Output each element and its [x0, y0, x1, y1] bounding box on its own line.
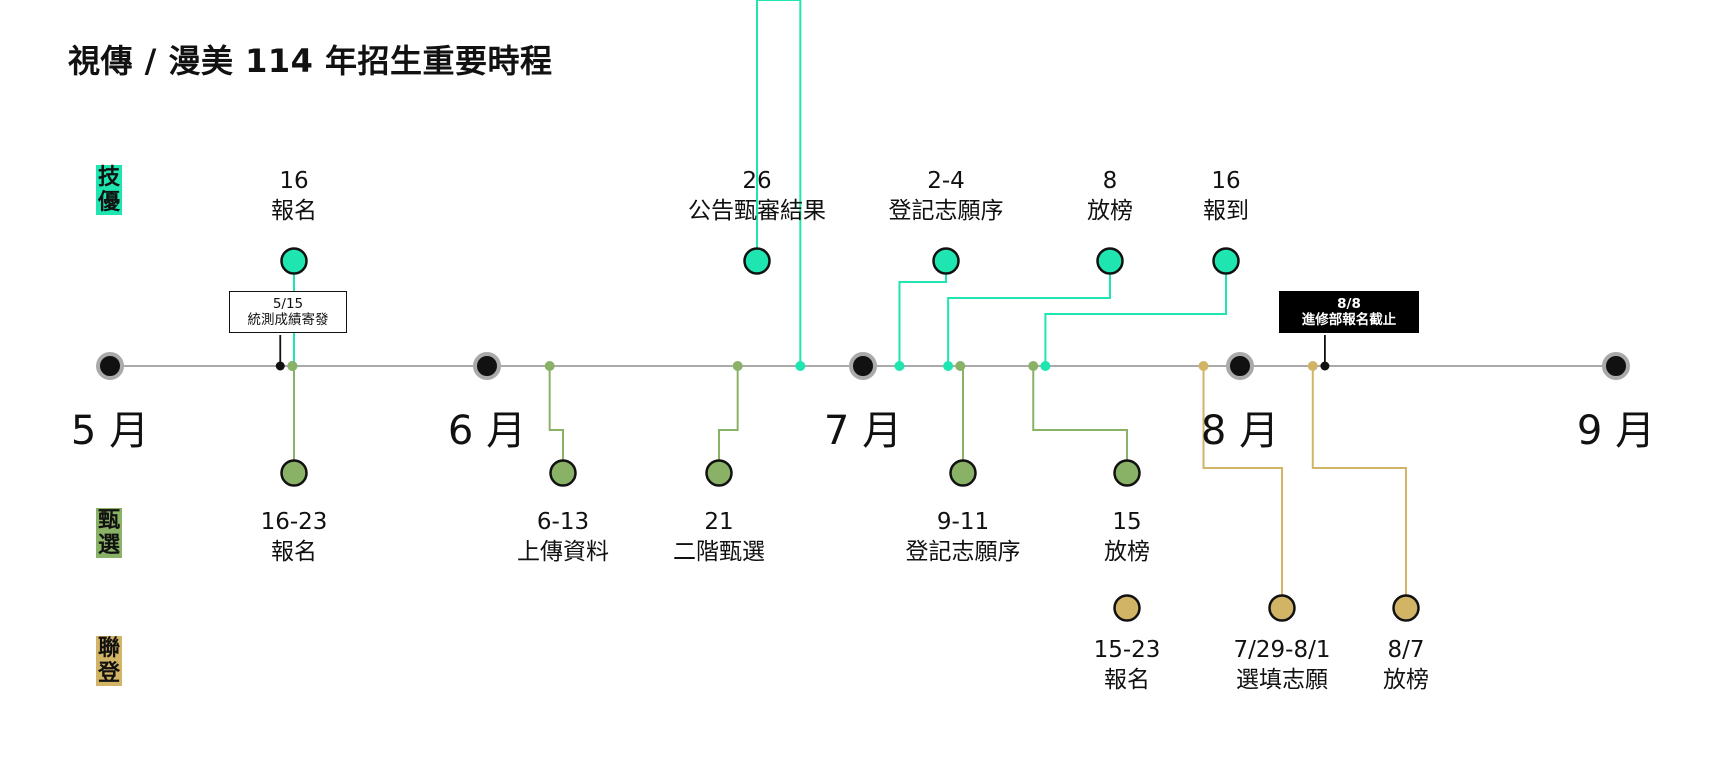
event-date: 2-4: [927, 168, 965, 194]
screen-event-marker: [549, 459, 577, 487]
screen-connector: [718, 366, 739, 473]
tech-connector: [898, 261, 947, 366]
screen-axis-dot: [732, 361, 743, 371]
screen-event-marker: [280, 459, 308, 487]
tech-axis-dot: [287, 361, 298, 371]
tech-event-marker: [743, 247, 771, 275]
event-name: 登記志願序: [888, 198, 1004, 224]
event-label: 6-13 上傳資料: [453, 507, 673, 567]
note-text: 統測成績寄發: [247, 312, 329, 328]
category-label-joint: 聯登: [96, 636, 122, 686]
joint-event-marker: [1268, 594, 1296, 622]
event-name: 選填志願: [1236, 667, 1328, 693]
event-name: 放榜: [1383, 667, 1429, 693]
month-label: 5 月: [70, 408, 150, 454]
event-label: 8 放榜: [1000, 166, 1220, 226]
month-marker: [473, 352, 501, 380]
event-label: 8/7 放榜: [1296, 635, 1516, 695]
tech-axis-dot: [894, 361, 905, 371]
month-label: 6 月: [447, 408, 527, 454]
event-date: 16: [279, 168, 309, 194]
month-marker: [96, 352, 124, 380]
note-date: 8/8: [1337, 296, 1361, 312]
page-title: 視傳 / 漫美 114 年招生重要時程: [68, 42, 553, 80]
joint-event-marker: [1113, 594, 1141, 622]
event-label: 16 報到: [1116, 166, 1336, 226]
note-axis-dot: [275, 361, 285, 371]
screen-axis-dot: [544, 361, 555, 371]
joint-axis-dot: [1307, 361, 1318, 371]
category-label-screen: 甄選: [96, 508, 122, 558]
tech-connector: [1044, 261, 1227, 366]
screen-axis-dot: [955, 361, 966, 371]
event-date: 16-23: [260, 509, 328, 535]
screen-axis-dot: [287, 361, 298, 371]
month-marker: [849, 352, 877, 380]
month-marker: [1602, 352, 1630, 380]
note-text: 進修部報名截止: [1301, 312, 1397, 328]
screen-connector: [548, 366, 564, 473]
note-axis-dot: [1320, 361, 1330, 371]
tech-axis-dot: [795, 361, 806, 371]
event-date: 16: [1211, 168, 1241, 194]
event-label: 9-11 登記志願序: [853, 507, 1073, 567]
month-label: 7 月: [823, 408, 903, 454]
tech-event-marker: [1096, 247, 1124, 275]
event-name: 報名: [271, 539, 317, 565]
tech-axis-dot: [1040, 361, 1051, 371]
tech-event-marker: [280, 247, 308, 275]
event-date: 15: [1112, 509, 1142, 535]
event-label: 16 報名: [184, 166, 404, 226]
month-label: 9 月: [1576, 408, 1656, 454]
event-date: 21: [704, 509, 734, 535]
tech-axis-dot: [943, 361, 954, 371]
screen-event-marker: [1113, 459, 1141, 487]
event-date: 8: [1102, 168, 1118, 194]
tech-event-marker: [932, 247, 960, 275]
joint-axis-dot: [1198, 361, 1209, 371]
event-label: 2-4 登記志願序: [836, 166, 1056, 226]
month-label: 8 月: [1200, 408, 1280, 454]
event-date: 7/29-8/1: [1233, 637, 1331, 663]
event-date: 8/7: [1387, 637, 1425, 663]
event-name: 登記志願序: [905, 539, 1021, 565]
screen-connector: [1032, 366, 1128, 473]
event-name: 報名: [1104, 667, 1150, 693]
tech-event-marker: [1212, 247, 1240, 275]
screen-event-marker: [705, 459, 733, 487]
month-marker: [1226, 352, 1254, 380]
event-label: 15-23 報名: [1017, 635, 1237, 695]
event-date: 15-23: [1093, 637, 1161, 663]
joint-connector: [1311, 366, 1407, 608]
event-name: 報到: [1203, 198, 1249, 224]
joint-event-marker: [1392, 594, 1420, 622]
event-date: 6-13: [536, 509, 590, 535]
screen-event-marker: [949, 459, 977, 487]
category-label-tech: 技優: [96, 165, 122, 215]
event-name: 放榜: [1087, 198, 1133, 224]
event-date: 26: [742, 168, 772, 194]
event-label: 7/29-8/1 選填志願: [1172, 635, 1392, 695]
event-name: 放榜: [1104, 539, 1150, 565]
event-name: 報名: [271, 198, 317, 224]
event-label: 21 二階甄選: [609, 507, 829, 567]
event-label: 16-23 報名: [184, 507, 404, 567]
note-date: 5/15: [272, 296, 304, 312]
event-name: 二階甄選: [673, 539, 765, 565]
event-label: 15 放榜: [1017, 507, 1237, 567]
event-name: 上傳資料: [517, 539, 609, 565]
event-name: 公告甄審結果: [688, 198, 826, 224]
tech-connector: [947, 261, 1111, 366]
screen-axis-dot: [1028, 361, 1039, 371]
event-date: 9-11: [936, 509, 990, 535]
event-label: 26 公告甄審結果: [647, 166, 867, 226]
